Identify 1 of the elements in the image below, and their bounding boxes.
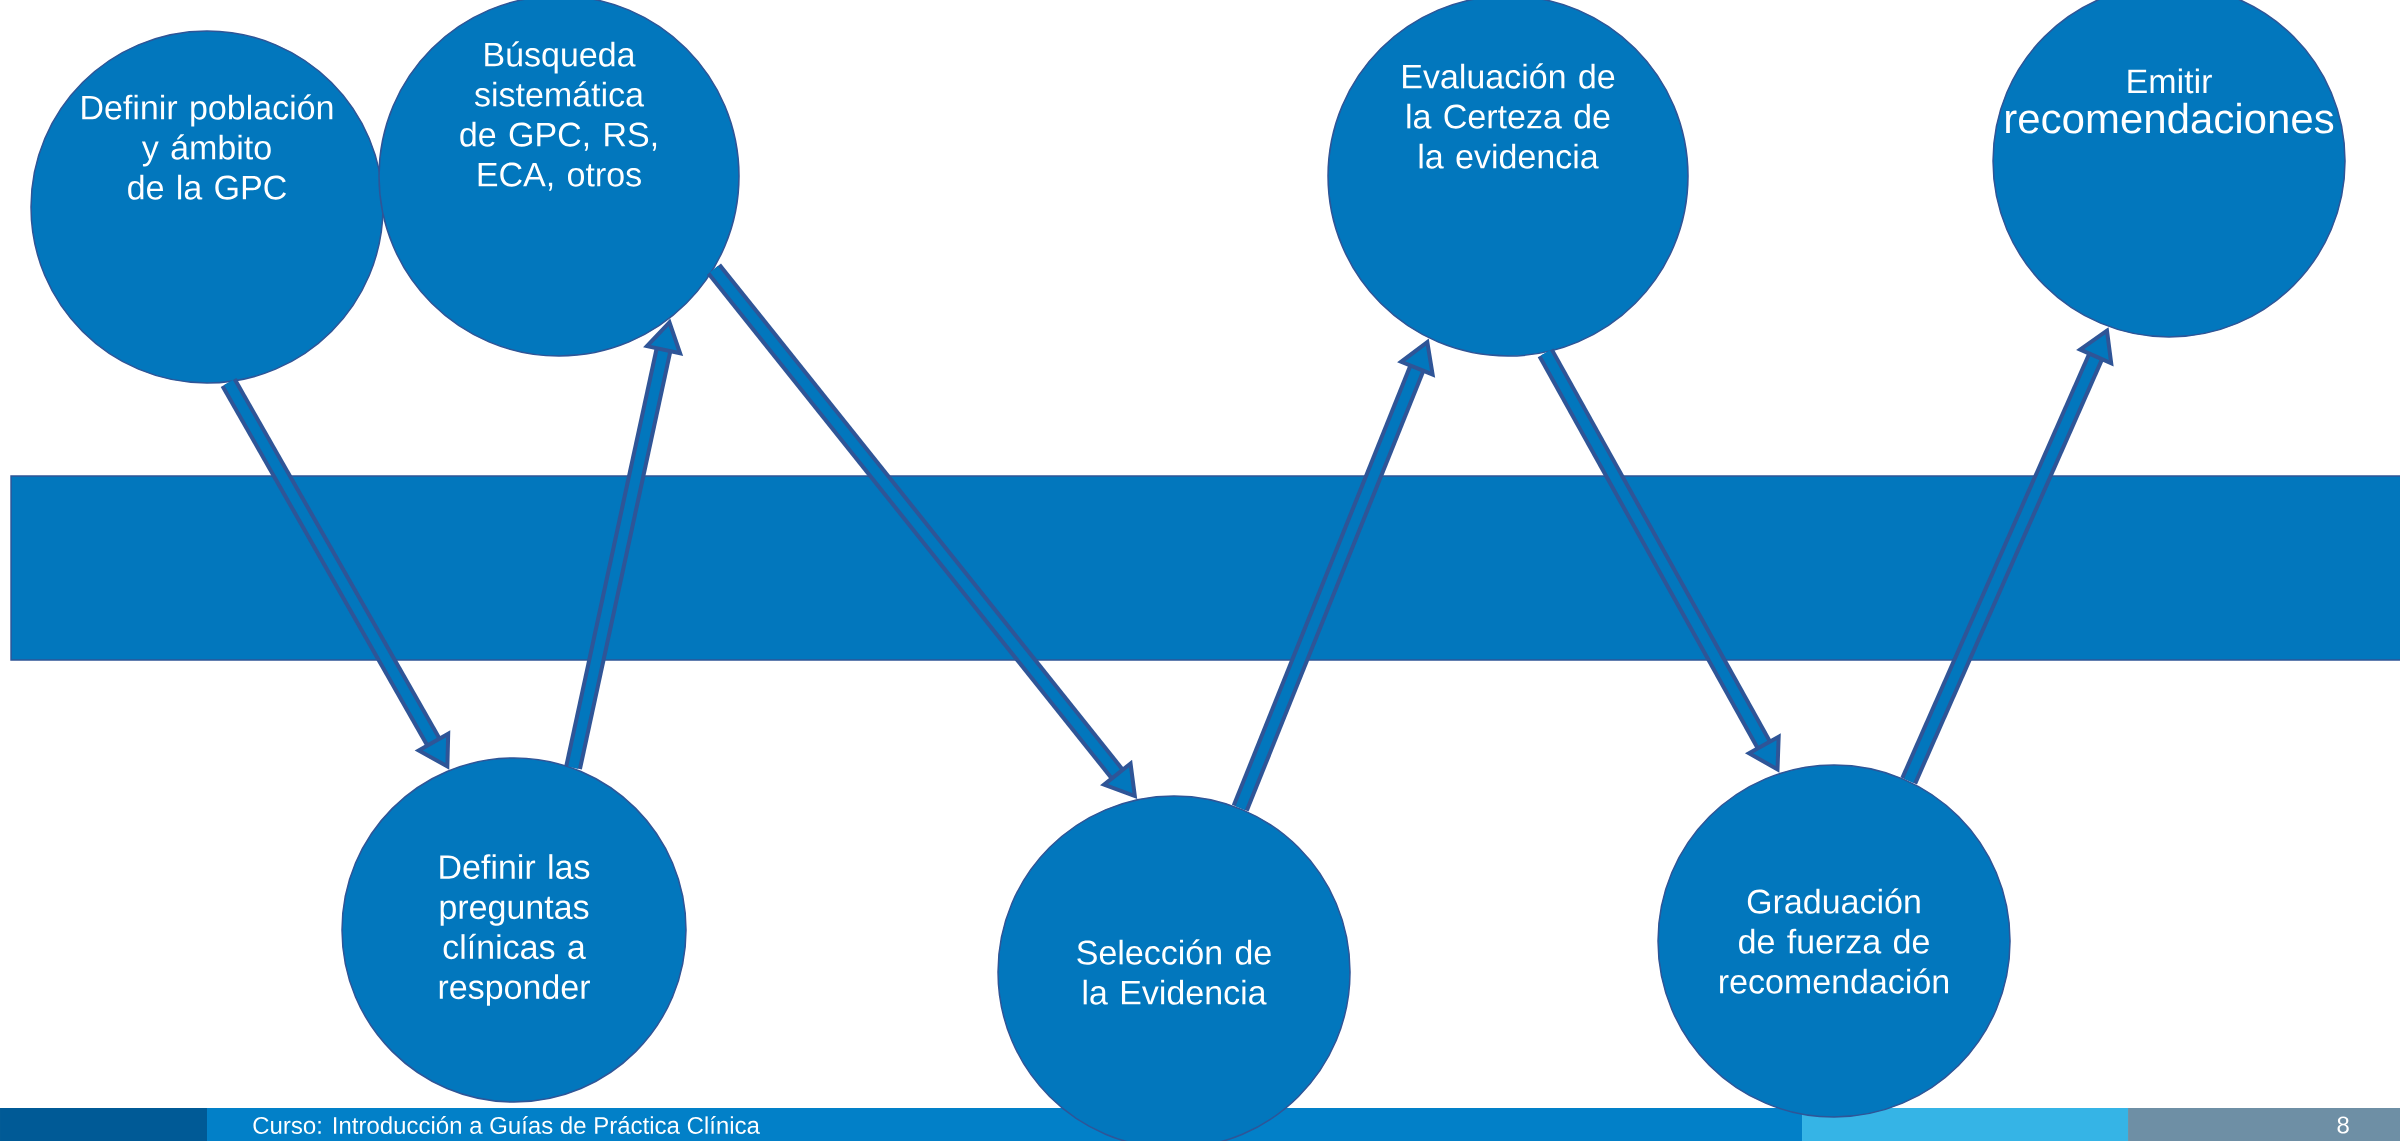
page-number: 8 [2337,1116,2349,1134]
